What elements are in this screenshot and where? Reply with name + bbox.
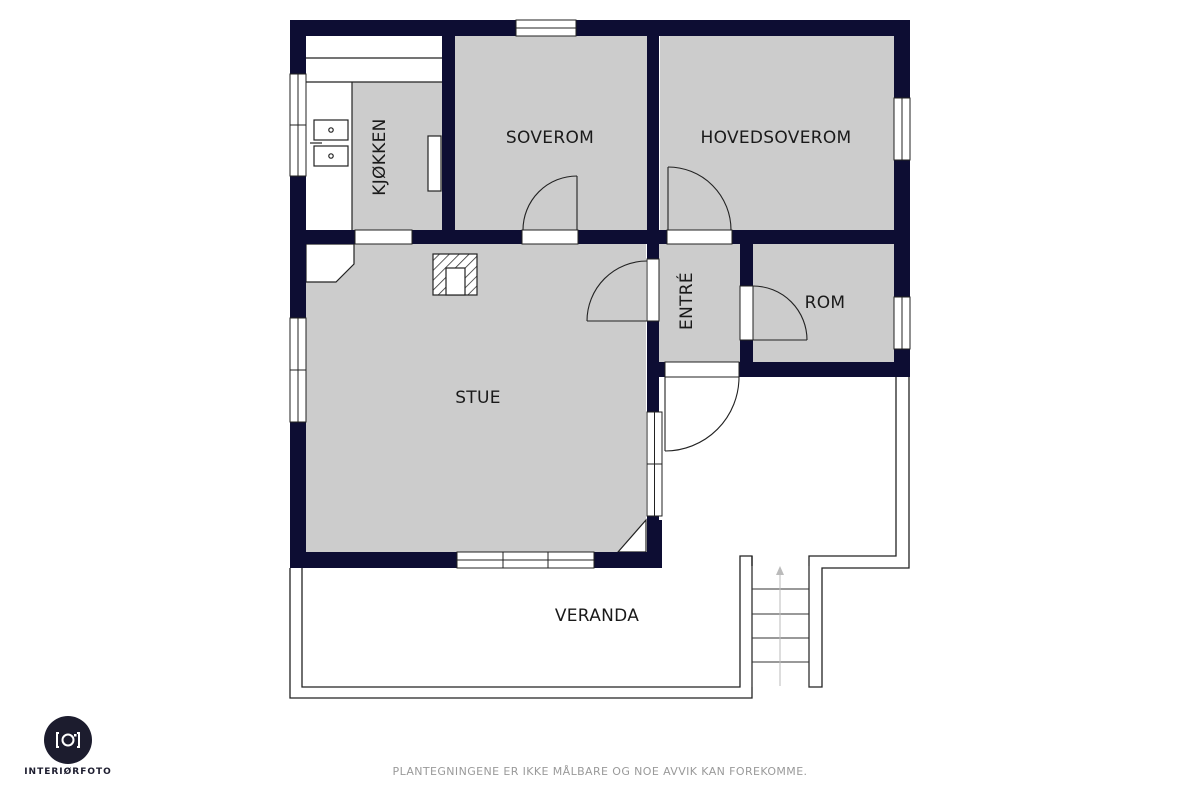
room-labels: SOVEROM HOVEDSOVEROM KJØKKEN STUE ENTRÉ … <box>370 118 851 626</box>
rom-floor <box>753 244 894 362</box>
room-label-hovedsoverom: HOVEDSOVEROM <box>700 128 851 148</box>
camera-logo-icon <box>44 716 92 764</box>
room-label-veranda: VERANDA <box>555 606 639 626</box>
soverom-floor <box>455 36 647 230</box>
brand-name: INTERIØRFOTO <box>24 767 112 777</box>
stairs <box>751 566 810 687</box>
hovedsoverom-floor <box>660 36 894 230</box>
floor-areas <box>306 36 894 552</box>
door-openings <box>354 229 754 378</box>
room-label-soverom: SOVEROM <box>506 128 594 148</box>
room-label-kjokken: KJØKKEN <box>370 118 390 195</box>
room-label-rom: ROM <box>805 293 846 313</box>
room-label-entre: ENTRÉ <box>675 272 697 330</box>
windows <box>289 19 911 569</box>
door-swings <box>522 166 808 452</box>
kitchen-fixtures <box>306 57 442 230</box>
fireplace <box>432 253 478 296</box>
stue-floor <box>306 244 646 552</box>
kitchen-floor <box>352 82 442 230</box>
entre-floor <box>659 244 740 362</box>
brand-block: INTERIØRFOTO <box>22 716 114 777</box>
room-label-stue: STUE <box>455 388 501 408</box>
disclaimer-text: PLANTEGNINGENE ER IKKE MÅLBARE OG NOE AV… <box>392 765 808 778</box>
